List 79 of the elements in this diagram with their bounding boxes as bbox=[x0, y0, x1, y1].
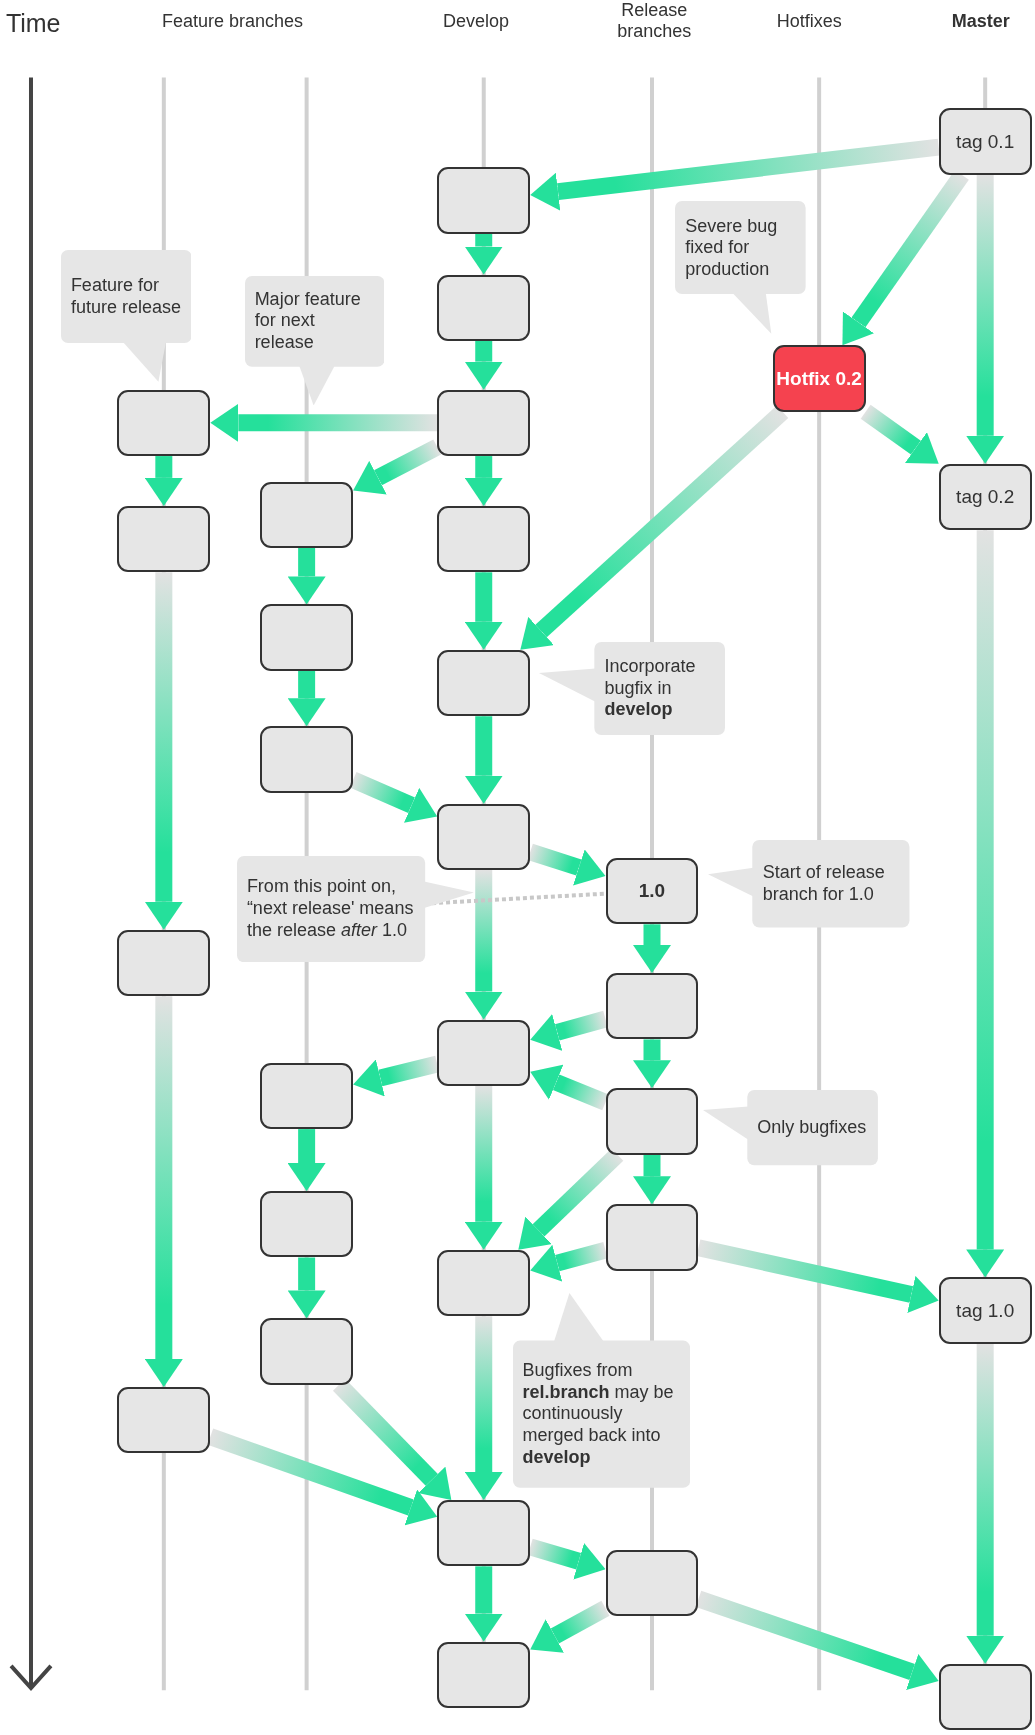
merge-arrow bbox=[144, 456, 183, 506]
commit-box bbox=[260, 726, 354, 793]
merge-arrow bbox=[353, 439, 442, 495]
commit-box bbox=[437, 1019, 531, 1086]
commit-box bbox=[605, 1549, 699, 1617]
commit-box bbox=[605, 1204, 699, 1271]
merge-arrow bbox=[464, 716, 503, 804]
merge-arrow bbox=[144, 572, 183, 930]
commit-box bbox=[938, 463, 1032, 531]
commit-box bbox=[938, 1277, 1032, 1344]
commit-box bbox=[260, 1318, 354, 1385]
merge-arrow bbox=[287, 1257, 326, 1319]
commit-box bbox=[605, 973, 699, 1040]
callout-text: Start of release branch for 1.0 bbox=[762, 862, 886, 906]
commit-label: tag 0.1 bbox=[956, 130, 1015, 153]
column-heading: Feature branches bbox=[161, 11, 303, 32]
callout-text: Only bugfixes bbox=[757, 1117, 867, 1139]
merge-arrow bbox=[966, 530, 1005, 1278]
merge-arrow bbox=[464, 340, 503, 390]
column-heading: Master bbox=[951, 11, 1010, 32]
commit-box bbox=[437, 274, 531, 341]
commit-label: tag 0.2 bbox=[956, 486, 1015, 508]
commit-box bbox=[260, 1062, 354, 1130]
commit-box bbox=[938, 108, 1032, 175]
merge-arrow bbox=[144, 996, 183, 1387]
commit-box bbox=[260, 481, 354, 548]
merge-arrow bbox=[520, 405, 789, 650]
commit-label: tag 1.0 bbox=[956, 1299, 1015, 1322]
merge-arrow bbox=[464, 1316, 503, 1500]
commit-box bbox=[117, 929, 211, 997]
callout-text: Major feature for next release bbox=[254, 288, 362, 354]
merge-arrow bbox=[860, 404, 939, 464]
column-heading: Time bbox=[5, 8, 61, 38]
commit-box bbox=[437, 1641, 531, 1708]
callout-text: From this point on, “next release' means the release after 1.0 bbox=[246, 876, 415, 942]
callout-text: Bugfixes from rel.branch may be continuously merged back into develop bbox=[522, 1360, 675, 1469]
merge-arrow bbox=[966, 1343, 1005, 1664]
merge-arrow bbox=[349, 771, 438, 823]
commit-label: 1.0 bbox=[638, 880, 666, 903]
commit-box bbox=[260, 604, 354, 671]
column-heading: Hotfixes bbox=[776, 11, 842, 32]
commit-box bbox=[605, 1088, 699, 1155]
callout-text: Feature for future release bbox=[70, 275, 182, 319]
merge-arrow bbox=[210, 403, 438, 442]
merge-arrow bbox=[464, 1566, 503, 1642]
hotfix-commit-box bbox=[772, 345, 866, 412]
commit-box bbox=[437, 505, 531, 573]
commit-box bbox=[605, 857, 699, 925]
commit-box bbox=[437, 1499, 531, 1567]
column-heading: Develop bbox=[442, 11, 509, 32]
merge-arrow bbox=[966, 174, 1005, 464]
merge-arrow bbox=[287, 547, 326, 605]
commit-box bbox=[437, 389, 531, 457]
commit-box bbox=[117, 1387, 211, 1454]
commit-box bbox=[117, 505, 211, 573]
merge-arrow bbox=[530, 1600, 610, 1653]
merge-arrow bbox=[530, 1064, 609, 1111]
merge-arrow bbox=[633, 1154, 671, 1205]
merge-arrow bbox=[464, 870, 503, 1020]
commit-box bbox=[437, 167, 531, 234]
commit-box bbox=[117, 389, 211, 457]
merge-arrow bbox=[464, 233, 503, 275]
merge-arrow bbox=[464, 1085, 503, 1250]
callout-text: Incorporate bugfix in develop bbox=[604, 656, 697, 721]
merge-arrow bbox=[633, 924, 671, 973]
commit-box bbox=[260, 1191, 354, 1258]
commit-box bbox=[437, 1249, 531, 1317]
commit-box bbox=[938, 1663, 1032, 1731]
merge-arrow bbox=[287, 670, 326, 727]
merge-arrow bbox=[464, 572, 503, 650]
merge-arrow bbox=[633, 1039, 671, 1089]
merge-arrow bbox=[464, 456, 503, 506]
commit-box bbox=[437, 649, 531, 717]
column-heading: Release branches bbox=[616, 0, 693, 42]
merge-arrow bbox=[530, 138, 940, 211]
callout-text: Severe bug fixed for production bbox=[685, 215, 779, 281]
commit-label: Hotfix 0.2 bbox=[776, 367, 862, 390]
commit-box bbox=[437, 803, 531, 871]
merge-arrow bbox=[287, 1129, 326, 1192]
